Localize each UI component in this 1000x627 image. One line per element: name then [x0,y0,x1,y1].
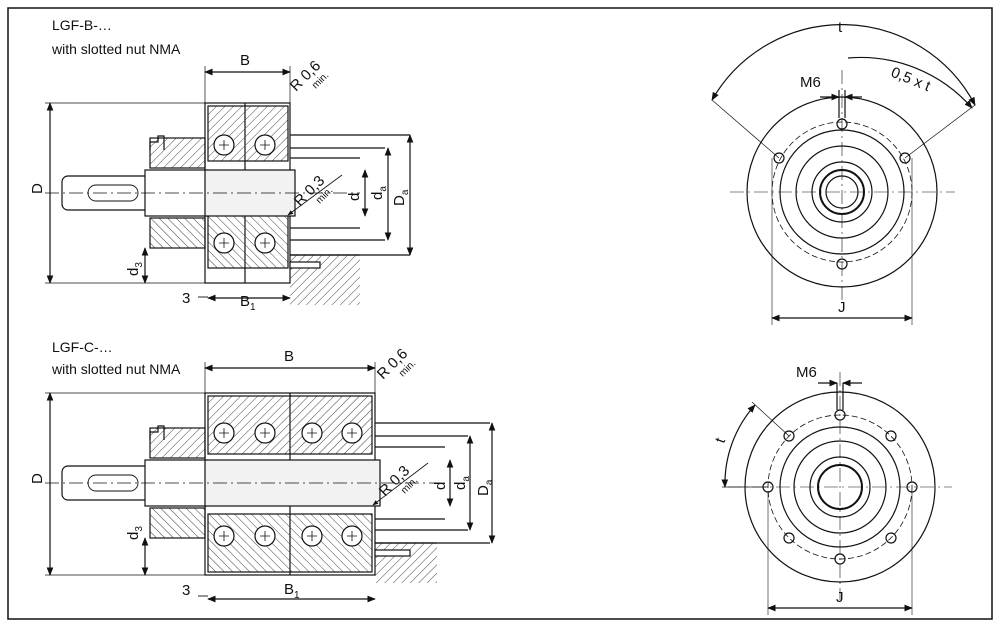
top-bolt-hole-4 [899,152,911,164]
top-dim-B1: B1 [240,293,256,313]
bottom-subtitle: with slotted nut NMA [51,361,181,377]
bottom-nut-lower [149,507,206,539]
top-bolt-hole-3 [773,152,785,164]
bottom-dim-B1: B1 [284,581,300,601]
bottom-bolt-hole-8 [885,532,897,544]
top-upper-ring [207,105,289,162]
top-nut-lower [149,217,206,249]
bottom-mount-wall [375,543,437,583]
bottom-dim-Da: Da [475,479,495,496]
top-title: LGF-B-… [52,17,112,33]
top-dim-d3: d3 [125,262,145,276]
bottom-bolt-hole-7 [783,532,795,544]
sheet-border [7,7,993,620]
bottom-dim-d: d [432,482,449,490]
top-front-half-t: 0,5 x t [889,64,934,95]
top-front-J: J [838,299,846,316]
bottom-arc-t [721,404,756,488]
top-front-t: t [838,19,843,36]
bottom-front-view: M6 t J [712,364,952,615]
bottom-dim-3: 3 [182,582,190,599]
bottom-upper-ring [207,395,373,455]
top-dim-B: B [240,52,250,69]
top-dim-Da: Da [391,189,411,206]
bottom-front-J: J [836,589,844,606]
bottom-front-t: t [712,435,730,446]
bottom-section-view: LGF-C-… with slotted nut NMA [29,339,496,603]
bottom-bolt-hole-3 [783,430,795,442]
top-subtitle: with slotted nut NMA [51,41,181,57]
top-section-view: LGF-B-… with slotted nut NMA [29,17,414,313]
bottom-dim-da: da [452,476,472,490]
top-arc-t [711,24,976,106]
top-nut-upper [149,137,206,169]
bottom-dim-D: D [29,473,46,484]
top-dim-3: 3 [182,290,190,307]
top-front-M6: M6 [800,74,821,91]
top-dim-da: da [369,186,389,200]
bottom-nut-upper [149,427,206,459]
bottom-dim-d3: d3 [125,526,145,540]
bottom-dim-B: B [284,348,294,365]
top-dim-D: D [29,183,46,194]
bottom-bolt-hole-4 [885,430,897,442]
bottom-front-M6: M6 [796,364,817,381]
top-front-view: M6 t 0,5 x t J [711,19,976,325]
top-dim-d: d [346,193,363,201]
bottom-title: LGF-C-… [52,339,113,355]
